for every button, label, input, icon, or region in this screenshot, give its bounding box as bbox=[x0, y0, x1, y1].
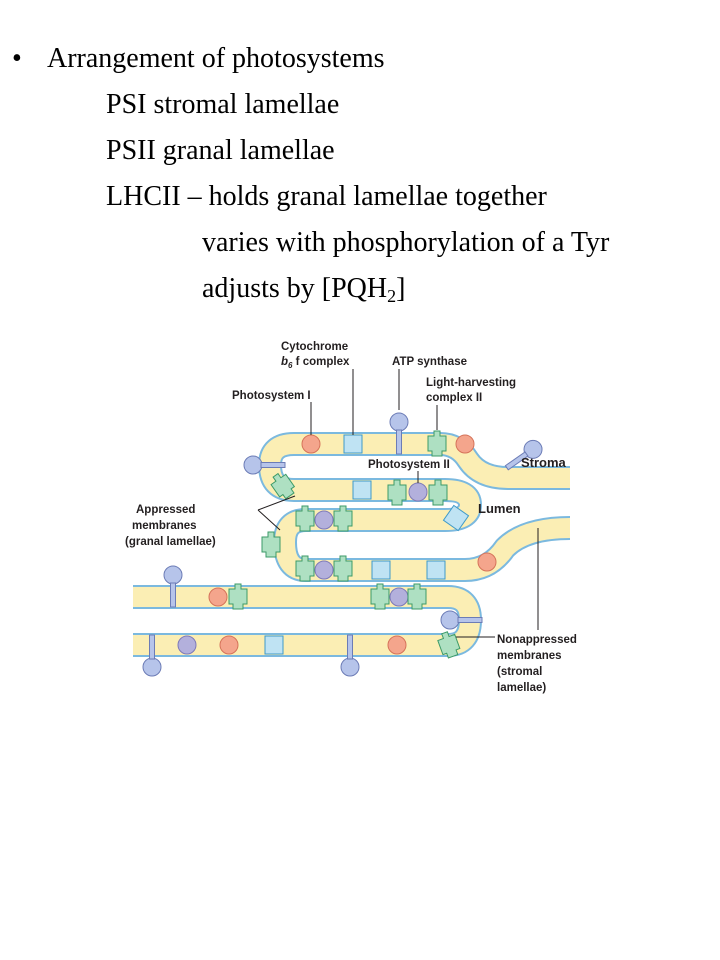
line-psii: PSII granal lamellae bbox=[106, 135, 335, 166]
line-phosphorylation: varies with phosphorylation of a Tyr bbox=[202, 227, 610, 258]
appressed-label-3: (granal lamellae) bbox=[125, 536, 216, 548]
cytochrome-marker bbox=[371, 560, 391, 580]
cytochrome-marker bbox=[264, 635, 284, 655]
photosystem2-marker bbox=[389, 587, 409, 607]
lhc-label-line1: Light-harvesting bbox=[426, 377, 516, 389]
cytochrome-marker bbox=[352, 480, 372, 500]
line-lhcii: LHCII – holds granal lamellae together bbox=[106, 181, 547, 212]
photosystem2-label: Photosystem II bbox=[368, 459, 450, 471]
photosystem2-marker bbox=[408, 482, 428, 502]
adjusts-text: adjusts by [PQH bbox=[202, 273, 388, 304]
subscript-2: 2 bbox=[387, 286, 397, 306]
photosystem1-marker bbox=[219, 635, 239, 655]
stroma-label: Stroma bbox=[521, 455, 567, 470]
cytochrome-label-line2: b6 f complex bbox=[281, 356, 350, 370]
nonappressed-label-2: membranes bbox=[497, 650, 562, 662]
atp-synthase-label: ATP synthase bbox=[392, 356, 467, 368]
leader-lines bbox=[257, 369, 539, 638]
bullet-point: • bbox=[12, 43, 22, 74]
nonappressed-label-4: lamellae) bbox=[497, 682, 546, 694]
cytochrome-b: b bbox=[281, 356, 288, 368]
line-psi: PSI stromal lamellae bbox=[106, 89, 340, 120]
appressed-label-2: membranes bbox=[132, 520, 197, 532]
cytochrome-marker bbox=[426, 560, 446, 580]
photosystem1-marker bbox=[455, 434, 475, 454]
photosystem1-label: Photosystem I bbox=[232, 390, 311, 402]
cytochrome-label-line1: Cytochrome bbox=[281, 341, 348, 353]
lumen-label: Lumen bbox=[478, 501, 521, 516]
photosystem1-marker bbox=[208, 587, 228, 607]
cytochrome-marker bbox=[343, 434, 363, 454]
photosystem1-marker bbox=[301, 434, 321, 454]
lhc-label-line2: complex II bbox=[426, 392, 482, 404]
nonappressed-label-1: Nonappressed bbox=[497, 634, 577, 646]
line-adjusts: adjusts by [PQH2] bbox=[202, 272, 405, 313]
nonappressed-label-3: (stromal bbox=[497, 666, 542, 678]
photosystem2-marker bbox=[314, 510, 334, 530]
photosystem2-marker bbox=[177, 635, 197, 655]
adjusts-bracket: ] bbox=[396, 273, 406, 304]
photosystem1-marker bbox=[387, 635, 407, 655]
photosystem1-marker bbox=[477, 552, 497, 572]
cytochrome-subscript: 6 bbox=[288, 361, 293, 370]
heading-arrangement: Arrangement of photosystems bbox=[47, 43, 385, 74]
appressed-label-1: Appressed bbox=[136, 504, 195, 516]
photosystem2-marker bbox=[314, 560, 334, 580]
cytochrome-rest: f complex bbox=[292, 356, 349, 368]
